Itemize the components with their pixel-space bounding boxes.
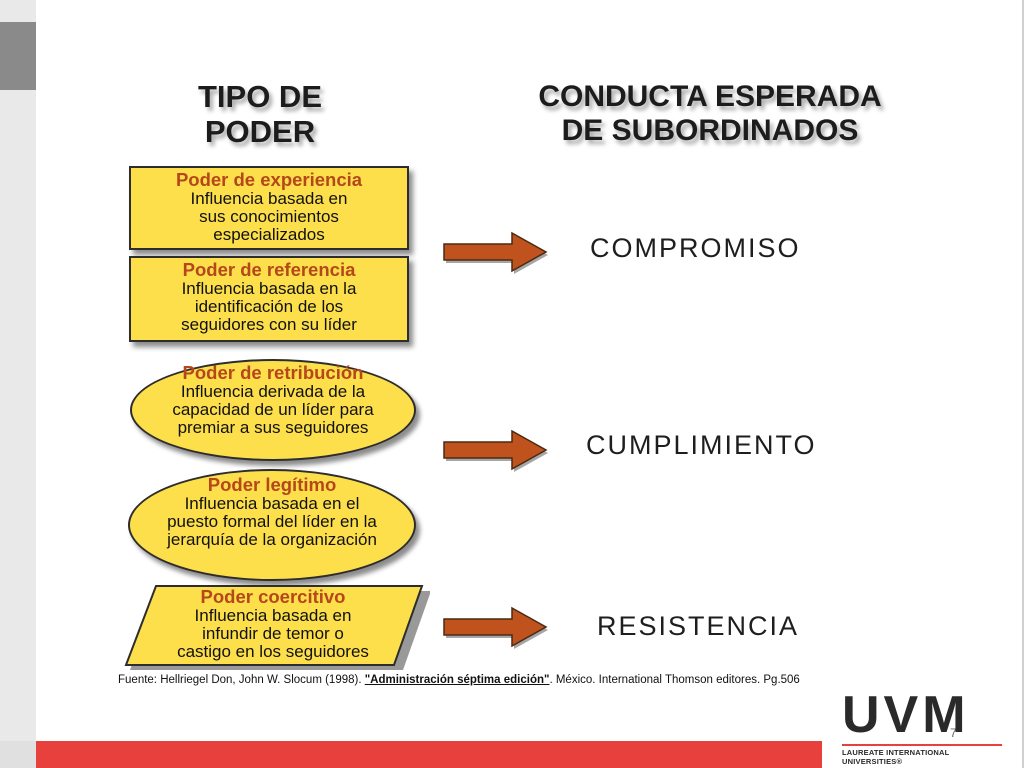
power-desc-line: Influencia basada en [190,189,348,208]
parallelogram-shape [124,585,430,670]
result-compliance: CUMPLIMIENTO [586,430,817,460]
power-title: Poder de retribución [182,362,364,383]
left-accent-block [0,22,36,90]
page-number: 7 [950,726,957,740]
heading-expected-behavior-line2: DE SUBORDINADOS [561,113,859,147]
power-desc-line: Influencia basada en el [184,494,360,513]
power-title: Poder coercitivo [200,586,346,607]
power-desc-line: castigo en los seguidores [177,642,369,661]
power-title: Poder de experiencia [175,169,363,190]
power-desc-line: capacidad de un líder para [172,400,374,419]
power-desc-line: premiar a sus seguidores [177,418,369,437]
source-book-title: "Administración séptima edición" [364,674,550,686]
power-box-referent: Poder de referencia Influencia basada en… [129,256,409,342]
arrow-right-icon [443,606,548,649]
power-desc-line: jerarquía de la organización [167,530,377,549]
power-box-coercive: Poder coercitivo Influencia basada en in… [124,585,430,670]
power-box-expertise: Poder de experiencia Influencia basada e… [129,166,409,250]
footer-gray-block [0,741,36,768]
power-desc-line: Influencia basada en la [181,279,357,298]
source-suffix: . México. International Thomson editores… [549,674,800,686]
left-margin-strip [0,0,36,768]
result-commitment: COMPROMISO [590,233,801,263]
source-prefix: Fuente: Hellriegel Don, John W. Slocum (… [118,674,365,686]
heading-expected-behavior-line1: CONDUCTA ESPERADA [538,80,882,113]
heading-expected-behavior: CONDUCTA ESPERADA DE SUBORDINADOS [510,80,910,147]
logo-tagline: LAUREATE INTERNATIONAL UNIVERSITIES® [842,744,1002,766]
power-desc-line: seguidores con su líder [181,315,357,334]
power-desc-line: identificación de los [194,297,344,316]
footer-red-bar [36,741,822,768]
right-edge-line [1022,0,1024,768]
power-box-legitimate: Poder legítimo Influencia basada en el p… [128,469,416,581]
power-title: Poder de referencia [182,259,356,280]
result-resistance: RESISTENCIA [597,611,800,641]
power-desc-line: sus conocimientos [199,207,339,226]
power-desc-line: infundir de temor o [202,624,344,643]
arrow-right-icon [443,429,548,472]
power-box-reward: Poder de retribución Influencia derivada… [130,359,416,461]
power-desc-line: Influencia derivada de la [180,382,366,401]
uvm-logo: UVM LAUREATE INTERNATIONAL UNIVERSITIES® [842,686,1012,766]
logo-mark: UVM [842,686,970,744]
power-desc-line: Influencia basada en [194,606,352,625]
power-desc-line: especializados [213,225,325,244]
power-title: Poder legítimo [207,474,337,495]
source-citation: Fuente: Hellriegel Don, John W. Slocum (… [118,674,800,686]
heading-power-type-line2: PODER [204,113,316,149]
arrow-right-icon [443,231,548,274]
heading-power-type-line1: TIPO DE [197,79,322,114]
heading-power-type: TIPO DE PODER [150,79,370,149]
power-desc-line: puesto formal del líder en la [167,512,377,531]
